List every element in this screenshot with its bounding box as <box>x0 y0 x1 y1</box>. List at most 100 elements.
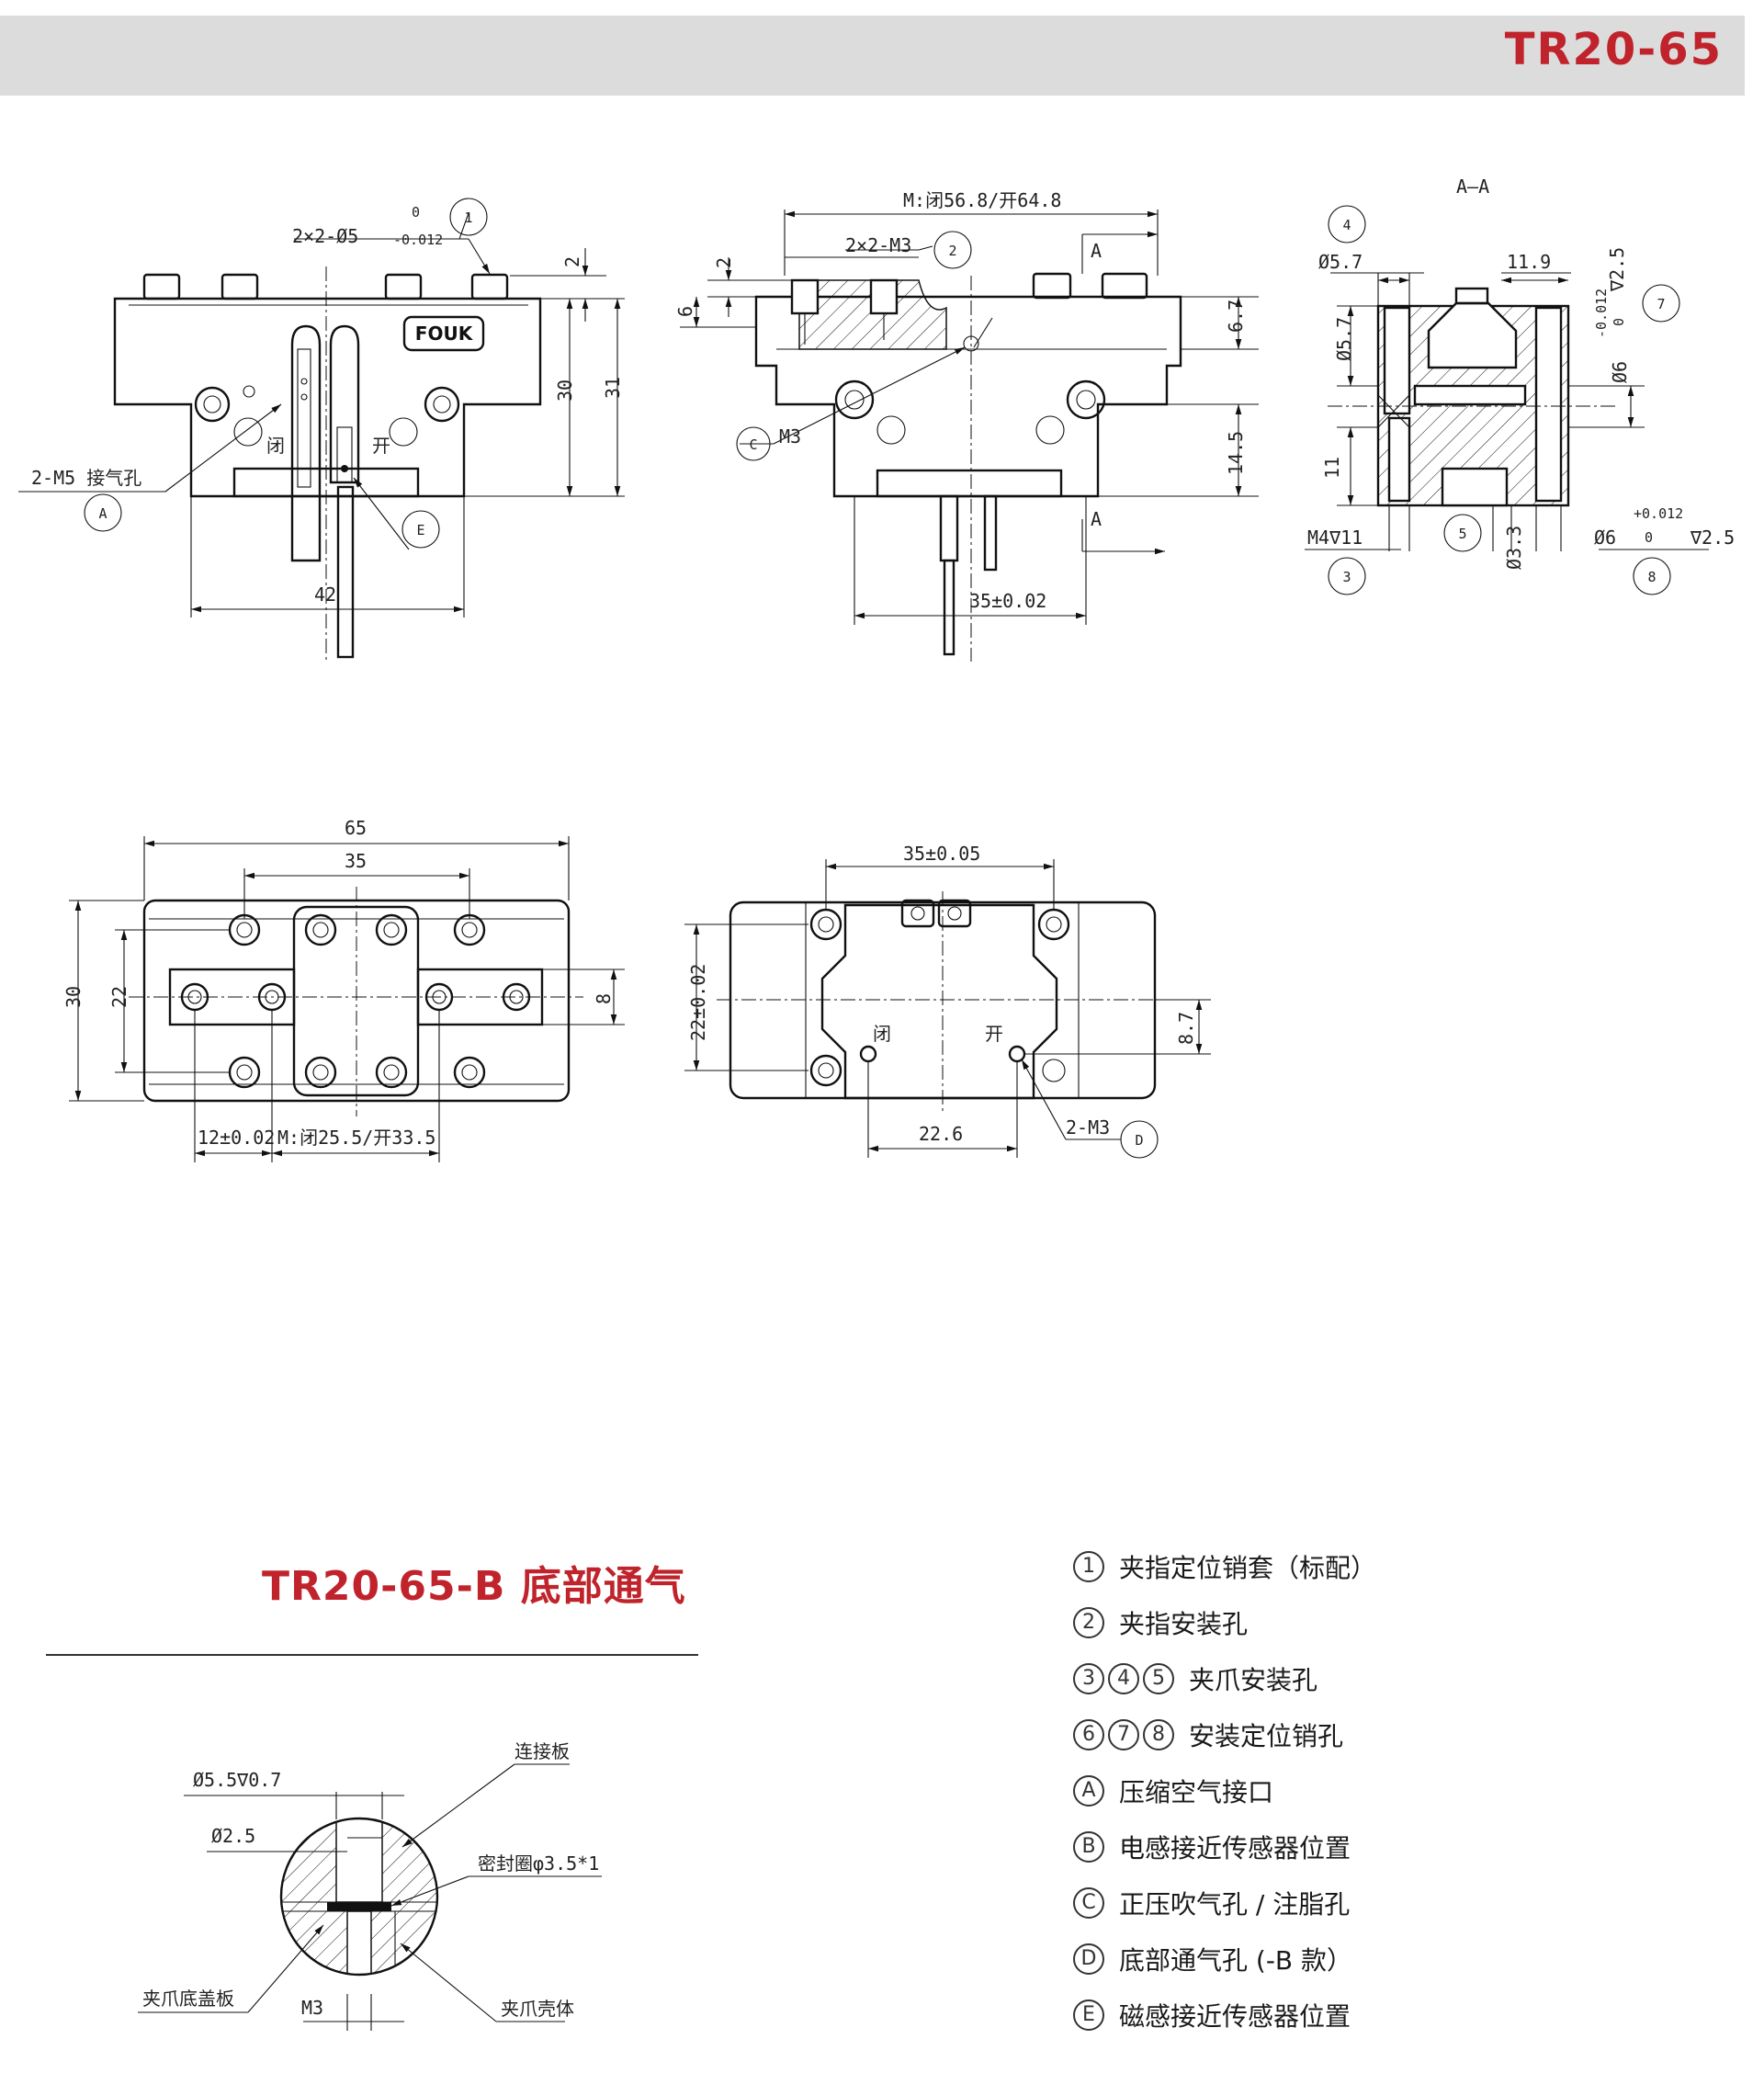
legend-mark: B <box>1073 1830 1104 1863</box>
legend-text: 电感接近传感器位置 <box>1119 1832 1351 1863</box>
side-dim-6-7: 6.7 <box>1225 300 1247 333</box>
front-dim-42: 42 <box>314 583 336 606</box>
section-dim-d3-3: Ø3.3 <box>1503 526 1525 570</box>
side-dim-stroke: M:闭56.8/开64.8 <box>903 189 1061 211</box>
legend-row: C 正压吹气孔 / 注脂孔 <box>1073 1875 1376 1931</box>
side-dim-2: 2 <box>713 257 735 268</box>
section-dim-depth-2-5b: ∇2.5 <box>1690 527 1735 549</box>
svg-text:1: 1 <box>464 210 472 226</box>
legend-mark: E <box>1073 1999 1104 2031</box>
svg-text:4: 4 <box>1342 217 1351 233</box>
side-dim-6: 6 <box>674 306 696 317</box>
top-dim-8: 8 <box>593 993 615 1004</box>
legend-mark: 2 <box>1073 1606 1104 1638</box>
callout-2: 2 <box>933 231 972 269</box>
detail-label-plate: 连接板 <box>514 1740 570 1762</box>
legend-mark: 5 <box>1143 1662 1174 1694</box>
bottom-dim-22: 22±0.02 <box>687 964 709 1041</box>
svg-text:C: C <box>749 436 757 453</box>
legend-text: 磁感接近传感器位置 <box>1119 2000 1351 2032</box>
side-view <box>680 210 1259 662</box>
side-section-mark-bottom: A <box>1091 508 1102 530</box>
detail-dim-top: Ø5.5∇0.7 <box>193 1769 281 1791</box>
header-bar <box>0 16 1745 96</box>
section-dim-11-9: 11.9 <box>1507 251 1551 273</box>
section-dim-11: 11 <box>1321 457 1343 479</box>
side-label-m3: M3 <box>779 425 801 447</box>
front-label-open: 开 <box>372 435 390 457</box>
legend-text: 底部通气孔 (-B 款） <box>1119 1944 1353 1976</box>
top-dim-65: 65 <box>345 817 367 839</box>
section-dim-depth-2-5: ∇2.5 <box>1606 247 1628 292</box>
section-dim-d6: Ø6 <box>1609 361 1631 383</box>
bottom-label-m3: 2-M3 <box>1066 1116 1110 1138</box>
front-dim-hole-tol-lower: -0.012 <box>393 232 443 248</box>
side-dim-14-5: 14.5 <box>1225 431 1247 475</box>
legend-text: 安装定位销孔 <box>1189 1720 1344 1751</box>
side-dim-holes: 2×2-M3 <box>845 234 911 256</box>
top-dim-stroke: M:闭25.5/开33.5 <box>277 1127 435 1149</box>
detail-dim-d25: Ø2.5 <box>211 1825 255 1847</box>
section-dim-d6-tol-upper: -0.012 <box>1593 289 1610 338</box>
legend-mark: 6 <box>1073 1718 1104 1750</box>
top-dim-35: 35 <box>345 850 367 872</box>
bottom-view <box>684 859 1211 1158</box>
top-dim-30: 30 <box>62 986 85 1008</box>
bottom-dim-35: 35±0.05 <box>903 843 980 865</box>
section-dim-d6-lower-tol-lower: 0 <box>1645 529 1653 546</box>
section-dim-d6-tol-lower: 0 <box>1611 318 1627 326</box>
top-dim-22: 22 <box>108 986 130 1008</box>
svg-text:7: 7 <box>1657 296 1665 312</box>
callout-C: C <box>736 426 771 461</box>
model-title: TR20-65 <box>1504 24 1723 75</box>
side-section-mark-top: A <box>1091 240 1102 262</box>
legend-mark: 8 <box>1143 1718 1174 1750</box>
front-dim-31: 31 <box>602 377 624 399</box>
section-view <box>1305 272 1709 551</box>
section-title: A–A <box>1456 176 1489 198</box>
detail-label-body: 夹爪壳体 <box>501 1998 574 2020</box>
legend-text: 夹指安装孔 <box>1119 1608 1249 1639</box>
top-view <box>69 836 625 1162</box>
section-dim-d6-lower-tol-upper: +0.012 <box>1634 505 1683 522</box>
svg-text:3: 3 <box>1342 569 1351 585</box>
legend-mark: 1 <box>1073 1550 1104 1582</box>
bottom-dim-22-6: 22.6 <box>919 1123 963 1145</box>
front-dim-30: 30 <box>554 379 576 402</box>
callout-1: 1 <box>449 198 488 236</box>
front-label-close: 闭 <box>266 435 285 457</box>
legend-row: B 电感接近传感器位置 <box>1073 1818 1376 1875</box>
front-dim-hole: 2×2-Ø5 <box>292 225 358 247</box>
legend-text: 夹爪安装孔 <box>1189 1664 1318 1695</box>
section-dim-m4: M4∇11 <box>1307 527 1363 549</box>
bottom-dim-8-7: 8.7 <box>1175 1012 1197 1045</box>
legend-row: 2 夹指安装孔 <box>1073 1594 1376 1650</box>
svg-text:8: 8 <box>1647 569 1656 585</box>
legend-text: 正压吹气孔 / 注脂孔 <box>1119 1888 1351 1920</box>
legend-mark: 3 <box>1073 1662 1104 1694</box>
callout-E: E <box>401 510 440 549</box>
svg-text:A: A <box>98 505 107 522</box>
legend-mark: 7 <box>1108 1718 1139 1750</box>
section-divider <box>46 1654 698 1656</box>
legend-mark: C <box>1073 1886 1104 1919</box>
legend-text: 压缩空气接口 <box>1119 1776 1274 1807</box>
legend-row: E 磁感接近传感器位置 <box>1073 1987 1376 2043</box>
section-dim-d57-top: Ø5.7 <box>1318 251 1363 273</box>
callout-4: 4 <box>1328 205 1366 244</box>
legend-mark: D <box>1073 1943 1104 1975</box>
section-title-bottom-vent: TR20-65-B 底部通气 <box>262 1563 686 1610</box>
bottom-label-open: 开 <box>985 1023 1003 1045</box>
front-dim-2: 2 <box>561 256 583 267</box>
callout-3: 3 <box>1328 557 1366 595</box>
detail-view <box>138 1763 602 2031</box>
callout-8: 8 <box>1633 557 1671 595</box>
svg-text:2: 2 <box>948 243 956 259</box>
side-dim-35: 35±0.02 <box>969 590 1046 612</box>
